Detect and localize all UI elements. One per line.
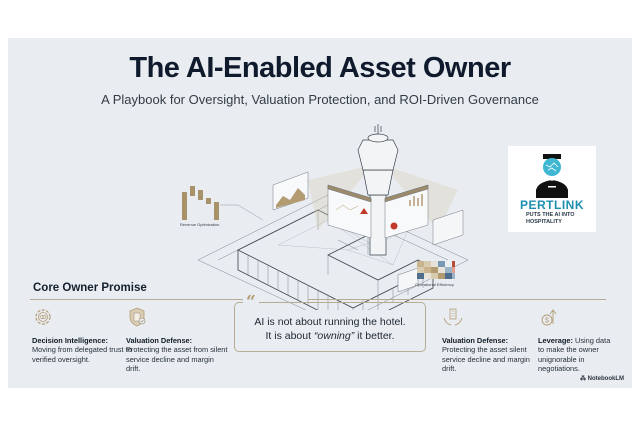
- feature-title: Valuation Defense:: [442, 336, 509, 345]
- page-subtitle: A Playbook for Oversight, Valuation Prot…: [101, 92, 539, 107]
- divider-right: [308, 299, 606, 300]
- quote-line1: AI is not about running the hotel.: [254, 316, 406, 328]
- slide: The AI-Enabled Asset Owner A Playbook fo…: [8, 38, 632, 388]
- shield-building-icon: [129, 307, 146, 327]
- concierge-brain-icon: [536, 154, 568, 198]
- logo-tagline-line2: HOSPITALITY: [526, 219, 562, 225]
- feature-title: Leverage:: [538, 336, 573, 345]
- svg-text:$: $: [545, 318, 549, 325]
- watermark-text: NotebookLM: [587, 376, 624, 382]
- dollar-arrow-icon: $: [541, 309, 557, 326]
- feature-valuation-defense-1: Valuation Defense:Protecting the asset f…: [126, 306, 230, 373]
- revenue-optimization-label: Revenue Optimization: [180, 222, 219, 227]
- feature-body: Protecting the asset silent service decl…: [442, 345, 530, 373]
- notebooklm-watermark: ⁂ NotebookLM: [580, 376, 624, 382]
- feature-valuation-defense-2: Valuation Defense:Protecting the asset s…: [442, 306, 532, 373]
- hotel-control-tower-illustration: Revenue Optimization Operational Efficie…: [180, 124, 469, 310]
- hands-building-icon: [443, 308, 463, 326]
- quote-mark-icon: “: [243, 294, 259, 311]
- quote-line2-post: it better.: [354, 330, 395, 342]
- quote-emphasis: “owning”: [313, 330, 355, 342]
- feature-body: Using data to make the owner unignorable…: [538, 336, 611, 373]
- gear-eye-icon: [35, 309, 51, 325]
- quote-text: AI is not about running the hotel. It is…: [235, 315, 425, 343]
- logo-name: PERTLINK: [520, 198, 584, 212]
- operational-efficiency-label: Operational Efficiency: [415, 282, 454, 287]
- feature-title: Valuation Defense:: [126, 336, 193, 345]
- pertlink-logo: PERTLINK PUTS THE AI INTO HOSPITALITY: [508, 146, 596, 232]
- logo-tagline-line1: PUTS THE AI INTO: [526, 212, 575, 218]
- feature-leverage: $ Leverage: Using data to make the owner…: [538, 306, 618, 373]
- feature-body: Moving from delegated trust to verified …: [32, 345, 132, 364]
- page-title: The AI-Enabled Asset Owner: [129, 52, 511, 84]
- feature-decision-intelligence: Decision Intelligence:Moving from delega…: [32, 306, 152, 364]
- feature-body: Protecting the asset from silent service…: [126, 345, 228, 373]
- logo-tagline: PUTS THE AI INTO HOSPITALITY: [526, 212, 592, 226]
- section-title: Core Owner Promise: [33, 282, 147, 294]
- divider-left: [30, 299, 244, 300]
- feature-title: Decision Intelligence:: [32, 336, 108, 345]
- quote-box: “ AI is not about running the hotel. It …: [234, 294, 426, 352]
- quote-line2-pre: It is about: [265, 330, 314, 342]
